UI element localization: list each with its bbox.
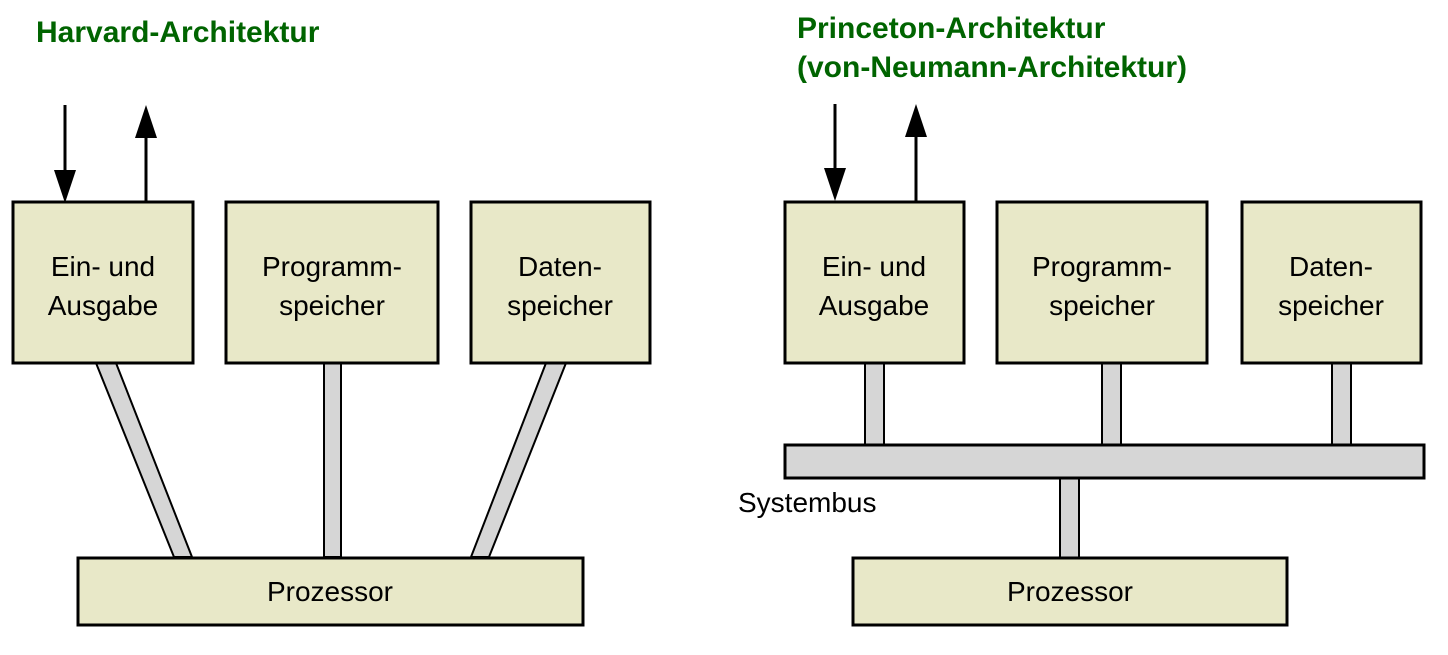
harvard-unit-data-memory-label-line1: Daten- (518, 251, 602, 282)
harvard-unit-program-memory-label-line2: speicher (279, 290, 385, 321)
princeton-unit-data-memory-label-line1: Daten- (1289, 251, 1373, 282)
princeton-unit-io: Ein- und Ausgabe (783, 200, 966, 365)
harvard-processor: Prozessor (76, 556, 585, 627)
harvard-input-arrow (54, 105, 76, 203)
harvard-unit-data-memory: Daten- speicher (469, 200, 652, 365)
princeton-unit-program-memory: Programm- speicher (995, 200, 1209, 365)
princeton-unit-io-label-line2: Ausgabe (819, 290, 930, 321)
princeton-unit-data-memory-label-line2: speicher (1278, 290, 1384, 321)
harvard-processor-label: Prozessor (267, 576, 393, 607)
princeton-input-arrow (824, 104, 846, 201)
princeton-data-connector (1331, 362, 1352, 447)
princeton-processor-connector (1059, 475, 1080, 559)
harvard-unit-program-memory-label-line1: Programm- (262, 251, 402, 282)
princeton-unit-io-label-line1: Ein- und (822, 251, 926, 282)
princeton-io-connector (864, 362, 885, 447)
princeton-processor-label: Prozessor (1007, 576, 1133, 607)
harvard-output-arrow (135, 105, 157, 202)
harvard-unit-io: Ein- und Ausgabe (11, 200, 195, 365)
harvard-unit-io-label-line2: Ausgabe (48, 290, 159, 321)
princeton-processor: Prozessor (851, 556, 1289, 627)
harvard-unit-program-memory: Programm- speicher (224, 200, 440, 365)
harvard-title: Harvard-Architektur (36, 16, 320, 49)
system-bus-label: Systembus (738, 487, 877, 518)
harvard-unit-io-label-line1: Ein- und (51, 251, 155, 282)
harvard-unit-data-memory-label-line2: speicher (507, 290, 613, 321)
harvard-diagram: Harvard-Architektur Ein- und Ausgabe (11, 16, 652, 627)
harvard-program-connector (323, 362, 342, 558)
princeton-unit-program-memory-label-line1: Programm- (1032, 251, 1172, 282)
princeton-unit-program-memory-label-line2: speicher (1049, 290, 1155, 321)
princeton-unit-data-memory: Daten- speicher (1240, 200, 1423, 365)
princeton-title-line1: Princeton-Architektur (797, 12, 1106, 45)
harvard-io-connector (94, 362, 194, 558)
princeton-program-connector (1101, 362, 1122, 447)
princeton-diagram: Princeton-Architektur (von-Neumann-Archi… (738, 12, 1426, 627)
princeton-output-arrow (905, 104, 927, 202)
harvard-data-connector (469, 362, 568, 558)
princeton-title-line2: (von-Neumann-Architektur) (797, 51, 1187, 84)
system-bus-bar (783, 443, 1426, 480)
